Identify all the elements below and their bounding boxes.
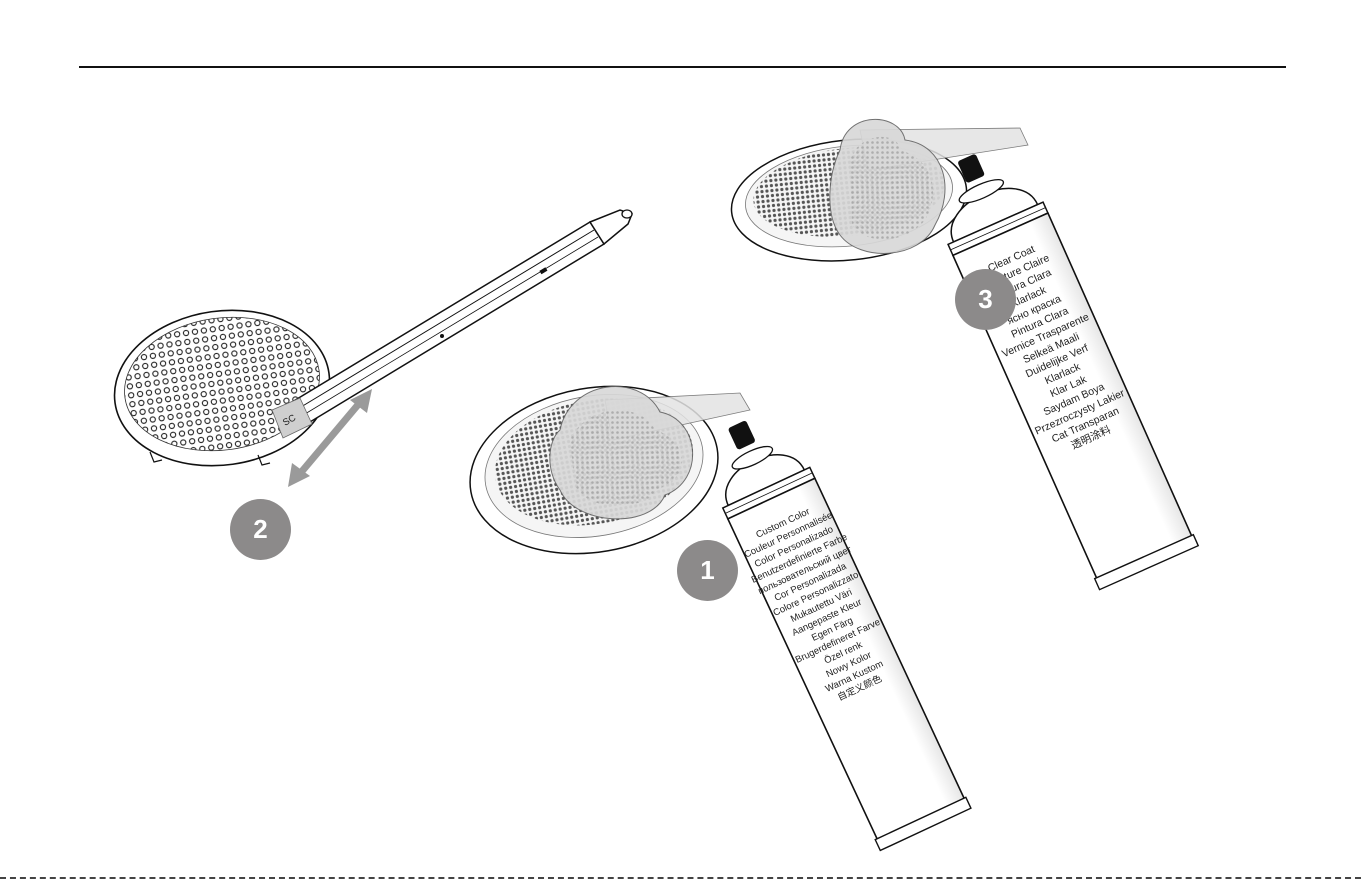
speaker-cover-step2 bbox=[113, 309, 331, 467]
speaker-cover-step3 bbox=[730, 119, 1029, 262]
step-3-number: 3 bbox=[978, 284, 993, 314]
step-1-badge: 1 bbox=[677, 540, 738, 601]
step-2-number: 2 bbox=[253, 514, 268, 544]
can3-label-list: Clear Coat Peinture Claire Pintura Clara… bbox=[983, 243, 1127, 452]
speaker-cover-step1 bbox=[469, 385, 751, 555]
spray-can-custom-color: Custom Color Couleur Personnalisée Color… bbox=[721, 420, 972, 852]
step-1-number: 1 bbox=[700, 555, 715, 585]
step-3-badge: 3 bbox=[955, 269, 1016, 330]
step-2-badge: 2 bbox=[230, 499, 291, 560]
double-headed-arrow bbox=[288, 389, 372, 487]
pen-tool: SC bbox=[271, 209, 633, 439]
bottom-divider bbox=[0, 877, 1361, 879]
top-divider bbox=[79, 66, 1286, 68]
